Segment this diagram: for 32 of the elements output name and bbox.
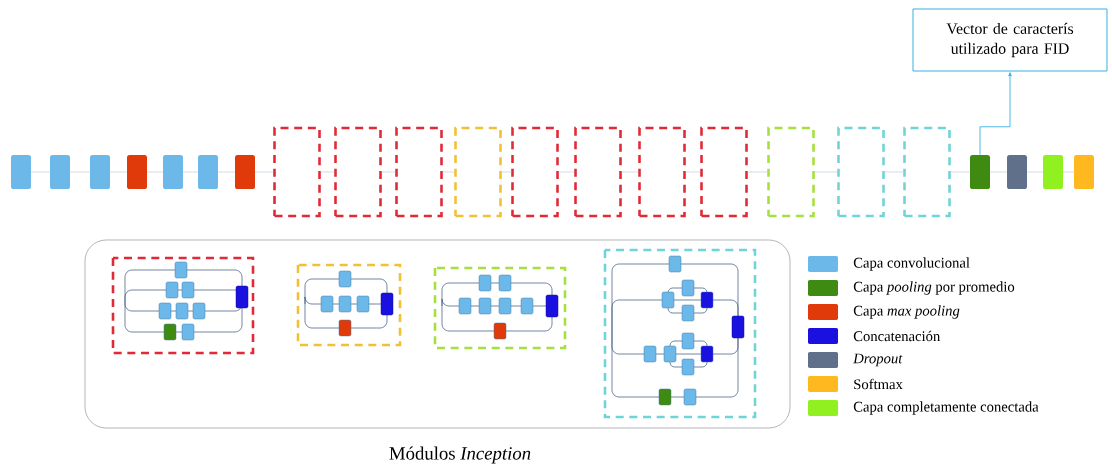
inception-module-box	[511, 126, 559, 218]
layer-block	[11, 155, 31, 189]
panel-caption: Módulos Inception	[389, 446, 531, 464]
layer-block	[1074, 155, 1094, 189]
inception-module-box	[638, 126, 686, 218]
legend-label: Concatenación	[853, 330, 941, 342]
inception-module-box	[574, 126, 622, 218]
layer-block	[50, 155, 70, 189]
inception-module-box	[454, 126, 502, 218]
arrow	[979, 72, 1012, 156]
legend-label: Capa completamente conectada	[853, 401, 1039, 415]
inception-module-box	[700, 126, 748, 218]
layer-block	[163, 155, 183, 189]
layer-block	[127, 155, 147, 189]
inception-module-box	[273, 126, 321, 218]
legend-label: Capa convolucional	[853, 257, 970, 271]
inception-module-box	[395, 126, 443, 218]
inception-module-box	[767, 126, 815, 218]
legend-label: Capa pooling por promedio	[853, 281, 1015, 295]
callout-box: Vector de caracterís utilizado para FID	[912, 8, 1108, 72]
layer-block	[1043, 155, 1063, 189]
layer-block	[235, 155, 255, 189]
inception-module-box	[334, 126, 382, 218]
legend-label: Softmax	[854, 378, 903, 390]
layer-block	[1007, 155, 1027, 189]
legend-label: Capa max pooling	[853, 305, 960, 319]
legend-label: Dropout	[853, 353, 903, 367]
inception-module-box	[837, 126, 885, 218]
layer-block	[90, 155, 110, 189]
inception-module-box	[903, 126, 951, 218]
layer-block	[198, 155, 218, 189]
layer-block	[970, 155, 990, 189]
